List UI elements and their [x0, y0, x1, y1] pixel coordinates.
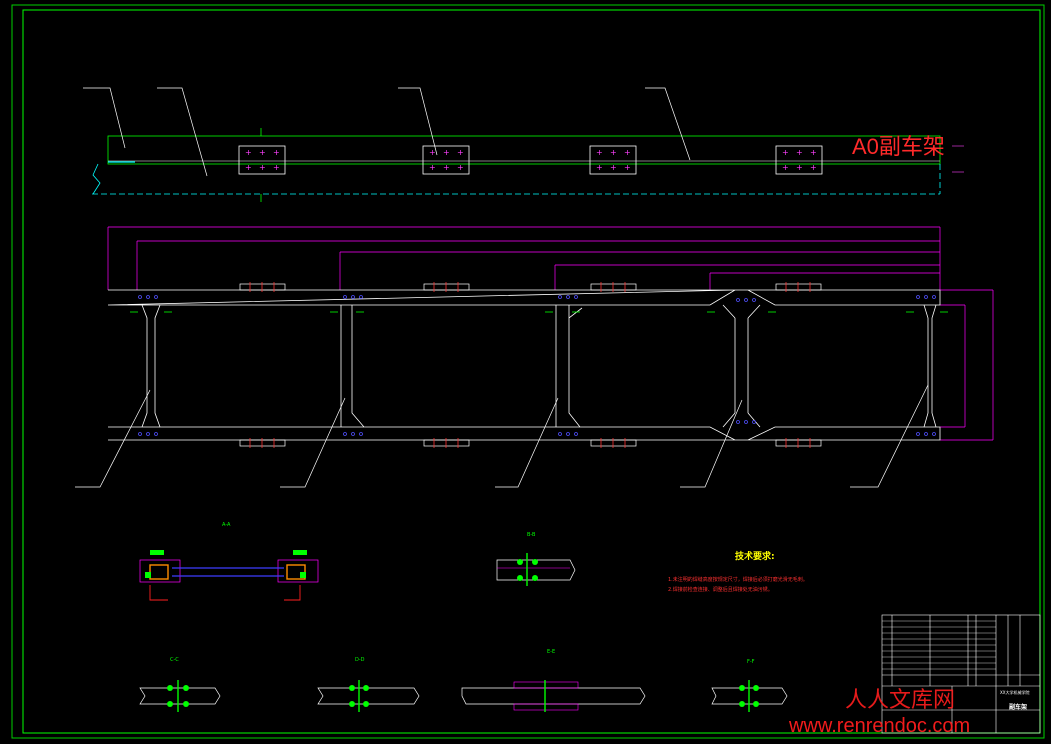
bolt-mark: +: [457, 148, 464, 157]
rail-bolt: [154, 295, 158, 299]
section-label-a-a: A-A: [222, 522, 231, 528]
bolt-mark: +: [796, 148, 803, 157]
rail-bolt: [359, 295, 363, 299]
rail-bolt: [924, 432, 928, 436]
rail-bolt: [574, 295, 578, 299]
drawing-title: A0副车架: [852, 134, 945, 159]
rail-bolt: [154, 432, 158, 436]
bolt-mark: +: [429, 148, 436, 157]
bolt-mark: +: [624, 148, 631, 157]
rail-bolt: [932, 432, 936, 436]
section-label-c-c: C-C: [170, 657, 179, 663]
watermark-cn: 人人文库网: [845, 688, 956, 713]
rail-bolt: [736, 298, 740, 302]
section-label-e-e: E-E: [547, 649, 556, 655]
bolt-mark: +: [259, 148, 266, 157]
rail-bolt: [146, 432, 150, 436]
section-d-d: [317, 680, 420, 712]
rail-bolt: [558, 432, 562, 436]
bolt-mark: +: [596, 163, 603, 172]
rail-bolt: [343, 295, 347, 299]
bolt-mark: +: [782, 148, 789, 157]
section-a-a: [139, 550, 319, 601]
tech-requirements-title: 技术要求:: [735, 552, 775, 562]
bolt-mark: +: [429, 163, 436, 172]
bolt-mark: +: [443, 163, 450, 172]
section-label-f-f: F-F: [747, 659, 755, 665]
rail-bolt: [916, 295, 920, 299]
bolt-mark: +: [782, 163, 789, 172]
section-label-d-d: D-D: [355, 657, 365, 663]
bolt-mark: +: [596, 148, 603, 157]
rail-bolt: [566, 432, 570, 436]
rail-plates: [239, 283, 822, 447]
top-view: + + + + + + + + + + + + + + + + + + + + + + + +: [83, 87, 964, 202]
rail-bolt: [736, 420, 740, 424]
tech-requirement-1: 1.未注明的焊缝高度按规定尺寸，焊接后必须打磨光滑无毛刺。: [668, 577, 808, 583]
bolt-mark: +: [796, 163, 803, 172]
rail-bolt: [138, 295, 142, 299]
rail-bolt: [343, 432, 347, 436]
bolt-mark: +: [259, 163, 266, 172]
rail-bolt: [924, 295, 928, 299]
title-block-school: XX大学机械学院: [1000, 690, 1030, 695]
rail-bolts: [138, 282, 936, 448]
bolt-mark: +: [624, 163, 631, 172]
rail-bolt: [744, 298, 748, 302]
rail-bolt: [558, 295, 562, 299]
section-e-e: [461, 680, 646, 712]
bolt-mark: +: [610, 148, 617, 157]
title-block-name: 副车架: [1009, 704, 1028, 711]
title-block-rows: [882, 620, 996, 670]
rail-bolt: [359, 432, 363, 436]
bolt-mark: +: [273, 163, 280, 172]
rail-bolt: [752, 420, 756, 424]
bolt-mark: +: [443, 148, 450, 157]
section-b-b: [496, 553, 576, 586]
rail-bolt: [566, 295, 570, 299]
bolt-mark: +: [245, 148, 252, 157]
rail-bolt: [752, 298, 756, 302]
tech-requirement-2: 2.焊接前检查连接、调整后且焊接处无油污锈。: [668, 587, 773, 593]
watermark-url: www.renrendoc.com: [789, 715, 971, 737]
bolt-mark: +: [245, 163, 252, 172]
rail-bolt: [916, 432, 920, 436]
inner-frame: [22, 9, 1041, 734]
rail-bolt: [574, 432, 578, 436]
elevation-leaders: [75, 384, 929, 488]
bolt-mark: +: [457, 163, 464, 172]
dimension-lines: [107, 226, 994, 441]
bolt-mark: +: [810, 163, 817, 172]
section-c-c: [139, 680, 221, 712]
section-f-f: [711, 680, 788, 712]
outer-frame: [11, 4, 1045, 739]
rail-bolt: [351, 432, 355, 436]
bolt-mark: +: [610, 163, 617, 172]
rail-bolt: [138, 432, 142, 436]
frame-elevation: [107, 289, 941, 441]
rail-bolt: [146, 295, 150, 299]
bolt-mark: +: [810, 148, 817, 157]
rail-bolt: [744, 420, 748, 424]
rail-bolt: [932, 295, 936, 299]
rail-bolt: [351, 295, 355, 299]
section-label-b-b: B-B: [527, 532, 536, 538]
bolt-mark: +: [273, 148, 280, 157]
